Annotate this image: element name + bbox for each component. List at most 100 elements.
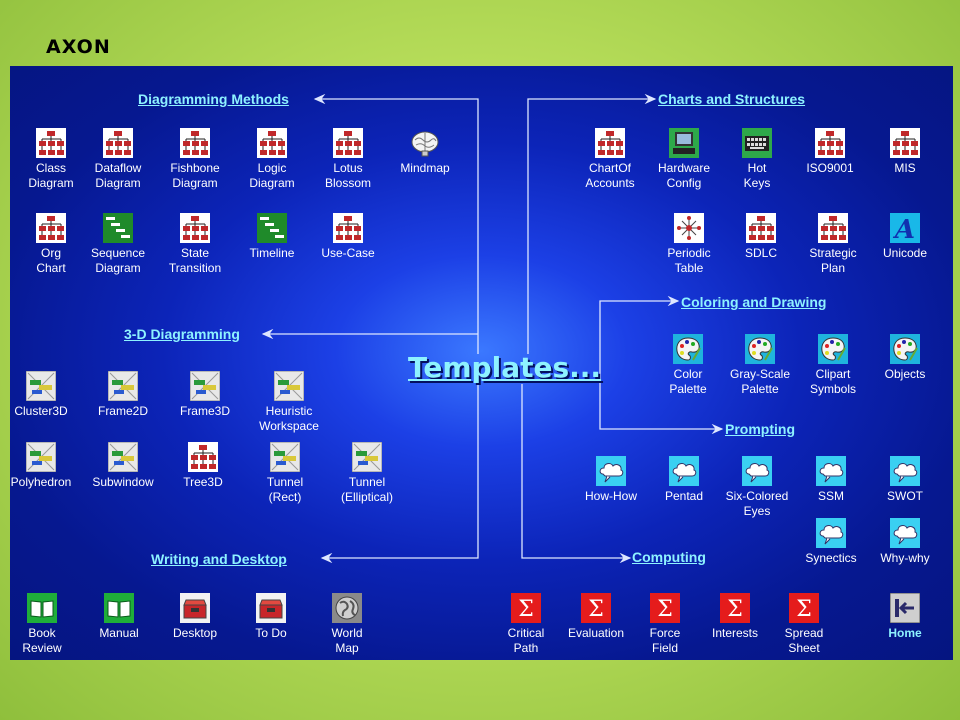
- template-polyhedron[interactable]: Polyhedron: [10, 442, 81, 490]
- template-mis[interactable]: MIS: [865, 128, 945, 176]
- template-cluster3d[interactable]: Cluster3D: [10, 371, 81, 419]
- template-iso9001[interactable]: ISO9001: [790, 128, 870, 176]
- template-frame2d[interactable]: Frame2D: [83, 371, 163, 419]
- template-state-transition[interactable]: State Transition: [155, 213, 235, 276]
- brain-icon: [410, 128, 440, 158]
- heading-prompting[interactable]: Prompting: [725, 421, 795, 437]
- template-label: Evaluation: [567, 626, 625, 640]
- cloud-icon: [742, 456, 772, 486]
- template-subwindow[interactable]: Subwindow: [83, 442, 163, 490]
- tree-chart-icon: [746, 213, 776, 243]
- template-book-review[interactable]: Book Review: [10, 593, 82, 656]
- cloud-icon: [816, 518, 846, 548]
- template-tree3d[interactable]: Tree3D: [163, 442, 243, 490]
- template-color-palette[interactable]: Color Palette: [648, 334, 728, 397]
- template-frame3d[interactable]: Frame3D: [165, 371, 245, 419]
- tree-chart-icon: [180, 128, 210, 158]
- heading-computing[interactable]: Computing: [632, 549, 706, 565]
- keyboard-icon: [742, 128, 772, 158]
- template-clipart-symbols[interactable]: Clipart Symbols: [793, 334, 873, 397]
- cloud-icon: [890, 456, 920, 486]
- template-to-do[interactable]: To Do: [231, 593, 311, 641]
- template-org-chart[interactable]: Org Chart: [11, 213, 91, 276]
- template-label: World Map: [331, 626, 363, 655]
- template-how-how[interactable]: How-How: [571, 456, 651, 504]
- template-label: Pentad: [664, 489, 704, 503]
- template-label: Interests: [711, 626, 759, 640]
- template-objects[interactable]: Objects: [865, 334, 945, 382]
- cube-frame-icon: [26, 371, 56, 401]
- template-label: Book Review: [22, 626, 62, 655]
- template-home[interactable]: Home: [865, 593, 945, 641]
- template-label: To Do: [255, 626, 287, 640]
- template-why-why[interactable]: Why-why: [865, 518, 945, 566]
- template-ssm[interactable]: SSM: [791, 456, 871, 504]
- sigma-icon: Σ: [581, 593, 611, 623]
- svg-text:A: A: [892, 215, 915, 243]
- templates-title[interactable]: Templates...: [408, 351, 602, 384]
- template-six-colored-eyes[interactable]: Six-Colored Eyes: [717, 456, 797, 519]
- cube-frame-icon: [108, 442, 138, 472]
- sigma-icon: Σ: [789, 593, 819, 623]
- template-label: Polyhedron: [10, 475, 72, 489]
- template-world-map[interactable]: World Map: [307, 593, 387, 656]
- template-label: Periodic Table: [667, 246, 711, 275]
- template-use-case[interactable]: Use-Case: [308, 213, 388, 261]
- tree-chart-icon: [890, 128, 920, 158]
- template-logic-diagram[interactable]: Logic Diagram: [232, 128, 312, 191]
- template-label: Spread Sheet: [784, 626, 824, 655]
- template-gray-scale-palette[interactable]: Gray-Scale Palette: [720, 334, 800, 397]
- template-chartof-accounts[interactable]: ChartOf Accounts: [570, 128, 650, 191]
- globe-icon: [332, 593, 362, 623]
- template-strategic-plan[interactable]: Strategic Plan: [793, 213, 873, 276]
- cloud-icon: [596, 456, 626, 486]
- template-label: Objects: [884, 367, 926, 381]
- template-label: Tunnel (Elliptical): [340, 475, 393, 504]
- template-hardware-config[interactable]: Hardware Config: [644, 128, 724, 191]
- template-label: Hardware Config: [657, 161, 711, 190]
- template-periodic-table[interactable]: Periodic Table: [649, 213, 729, 276]
- template-interests[interactable]: Σ Interests: [695, 593, 775, 641]
- template-sdlc[interactable]: SDLC: [721, 213, 801, 261]
- template-class-diagram[interactable]: Class Diagram: [11, 128, 91, 191]
- template-label: Heuristic Workspace: [259, 404, 319, 433]
- template-timeline[interactable]: Timeline: [232, 213, 312, 261]
- template-heuristic-workspace[interactable]: Heuristic Workspace: [249, 371, 329, 434]
- sigma-icon: Σ: [511, 593, 541, 623]
- template-mindmap[interactable]: Mindmap: [385, 128, 465, 176]
- template-lotus-blossom[interactable]: Lotus Blossom: [308, 128, 388, 191]
- template-manual[interactable]: Manual: [79, 593, 159, 641]
- molecule-icon: [674, 213, 704, 243]
- template-label: Sequence Diagram: [90, 246, 146, 275]
- template-swot[interactable]: SWOT: [865, 456, 945, 504]
- template-fishbone-diagram[interactable]: Fishbone Diagram: [155, 128, 235, 191]
- heading-3d-diagramming[interactable]: 3-D Diagramming: [124, 326, 240, 342]
- template-tunnel-elliptical[interactable]: Tunnel (Elliptical): [327, 442, 407, 505]
- template-hot-keys[interactable]: Hot Keys: [717, 128, 797, 191]
- template-sequence-diagram[interactable]: Sequence Diagram: [78, 213, 158, 276]
- cloud-icon: [669, 456, 699, 486]
- template-dataflow-diagram[interactable]: Dataflow Diagram: [78, 128, 158, 191]
- sigma-icon: Σ: [720, 593, 750, 623]
- heading-writing-and-desktop[interactable]: Writing and Desktop: [151, 551, 287, 567]
- heading-coloring-and-drawing[interactable]: Coloring and Drawing: [681, 294, 827, 310]
- palette-icon: [890, 334, 920, 364]
- template-tunnel-rect[interactable]: Tunnel (Rect): [245, 442, 325, 505]
- template-pentad[interactable]: Pentad: [644, 456, 724, 504]
- template-label: Dataflow Diagram: [94, 161, 142, 190]
- toolbox-icon: [180, 593, 210, 623]
- template-evaluation[interactable]: Σ Evaluation: [556, 593, 636, 641]
- template-synectics[interactable]: Synectics: [791, 518, 871, 566]
- template-label: Mindmap: [400, 161, 450, 175]
- tree-chart-icon: [333, 213, 363, 243]
- template-label: Tunnel (Rect): [266, 475, 304, 504]
- heading-diagramming-methods[interactable]: Diagramming Methods: [138, 91, 289, 107]
- template-spread-sheet[interactable]: Σ Spread Sheet: [764, 593, 844, 656]
- svg-text:Σ: Σ: [518, 597, 534, 622]
- template-desktop[interactable]: Desktop: [155, 593, 235, 641]
- heading-charts-and-structures[interactable]: Charts and Structures: [658, 91, 806, 107]
- computer-icon: [669, 128, 699, 158]
